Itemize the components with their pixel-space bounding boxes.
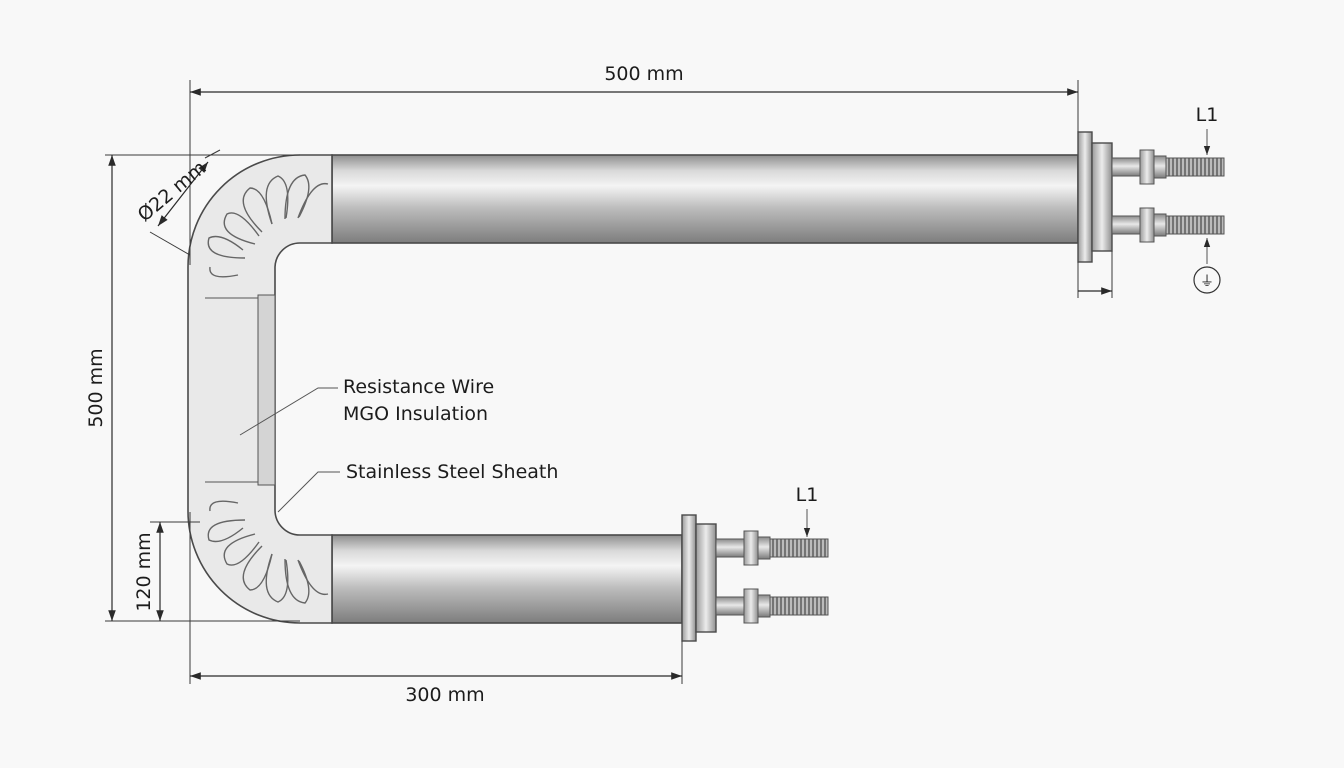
dimension-diameter-label: Ø22 mm	[134, 157, 211, 227]
terminal-bottom-label: L1	[796, 484, 819, 506]
resistance-coil-top	[207, 174, 329, 278]
bottom-sheath-tube	[331, 534, 683, 624]
dimension-overall-height: 500 mm	[85, 154, 300, 622]
dimension-inner-gap-label: 120 mm	[133, 532, 155, 611]
callout-sheath-label: Stainless Steel Sheath	[346, 461, 558, 483]
terminal-top-label: L1	[1196, 104, 1219, 126]
inner-sheath-wall	[257, 294, 276, 486]
dimension-flange-thickness	[1077, 251, 1113, 298]
ground-symbol-label: ⏚	[1200, 274, 1214, 290]
ground-terminal-group: ⏚	[1193, 238, 1221, 294]
bottom-terminal-assembly	[681, 514, 829, 642]
dimension-inner-gap: 120 mm	[133, 521, 200, 621]
callout-resistance-wire: Resistance Wire MGO Insulation	[239, 376, 494, 436]
dimension-bottom-length: 300 mm	[189, 512, 683, 706]
dimension-bottom-length-label: 300 mm	[405, 684, 484, 706]
callout-sheath: Stainless Steel Sheath	[277, 461, 558, 513]
top-terminal-assembly	[1077, 131, 1225, 263]
terminal-top-label-group: L1	[1196, 104, 1219, 155]
resistance-coil-bottom	[207, 500, 329, 604]
dimension-overall-height-label: 500 mm	[85, 348, 107, 427]
dimension-top-length: 500 mm	[189, 63, 1079, 265]
top-sheath-tube	[331, 154, 1079, 244]
callout-resistance-wire-label: Resistance Wire	[343, 376, 494, 398]
dimension-top-length-label: 500 mm	[604, 63, 683, 85]
ground-symbol-icon	[1193, 266, 1221, 294]
callout-mgo-insulation-label: MGO Insulation	[343, 403, 488, 425]
terminal-bottom-label-group: L1	[796, 484, 819, 537]
